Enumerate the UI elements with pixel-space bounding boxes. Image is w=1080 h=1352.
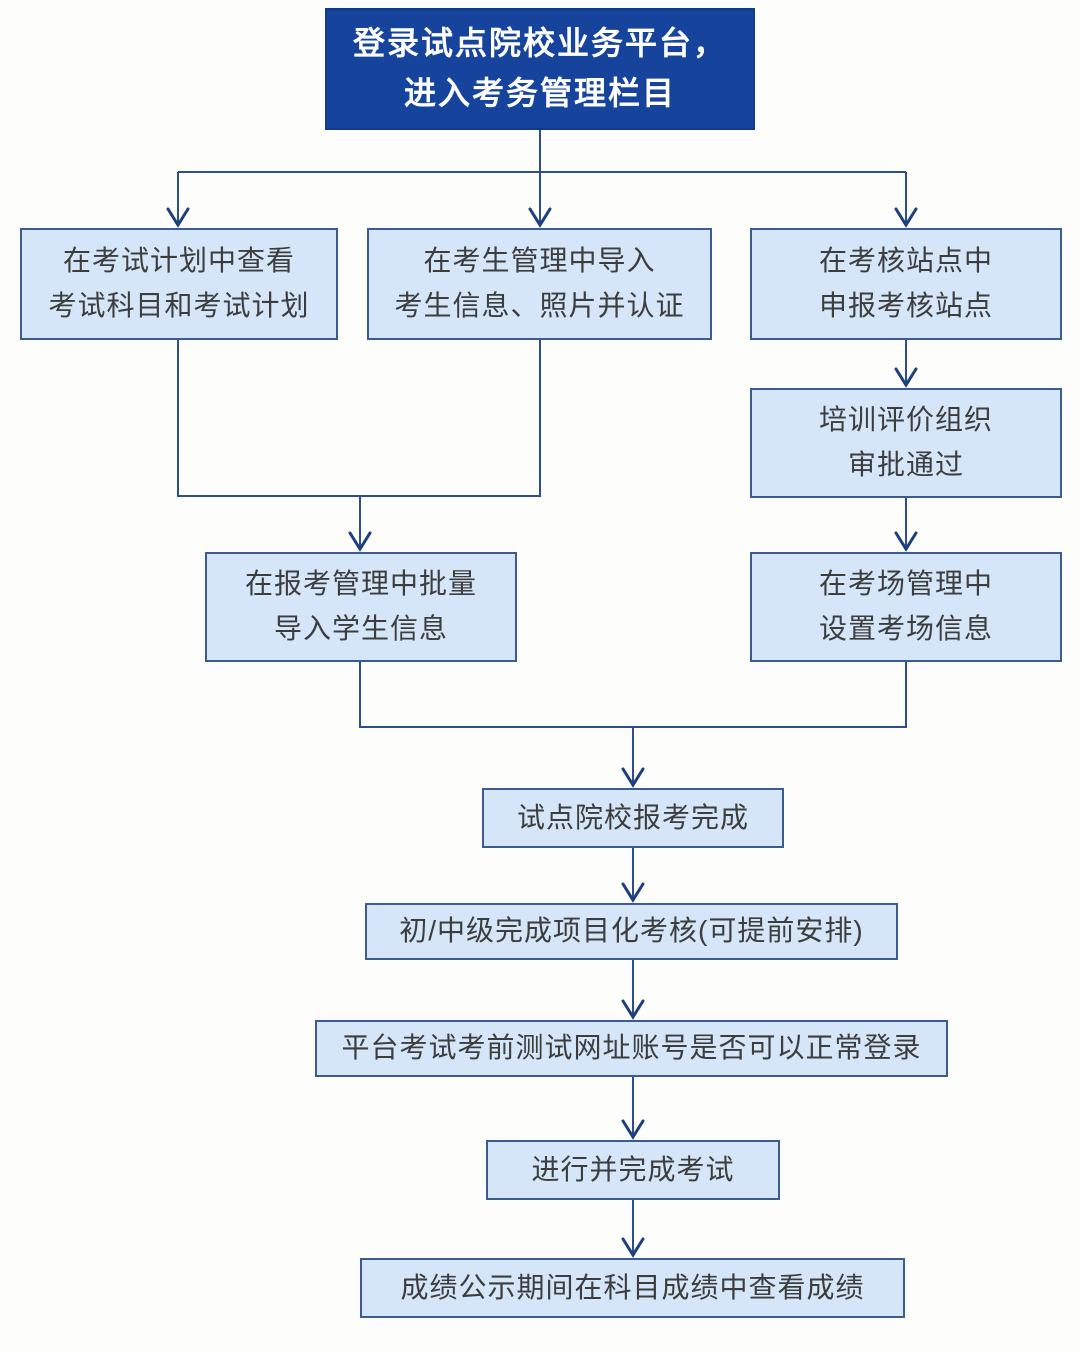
node-text: 成绩公示期间在科目成绩中查看成绩: [400, 1271, 865, 1303]
node-text: 培训评价组织: [818, 404, 993, 436]
node-text: 考试科目和考试计划: [48, 290, 310, 321]
arrowhead-pretest: [621, 999, 645, 1020]
node-text: 登录试点院校业务平台，: [352, 25, 727, 62]
node-registration-complete: 试点院校报考完成: [482, 788, 784, 848]
node-take-exam: 进行并完成考试: [486, 1140, 780, 1200]
node-text: 申报考核站点: [818, 290, 993, 321]
arrowhead-left-branch: [166, 207, 190, 228]
arrowhead-room: [894, 531, 918, 552]
connector-merge-batch-room: [359, 662, 907, 728]
node-text: 进入考务管理栏目: [403, 75, 676, 111]
node-text: 在考试计划中查看: [62, 245, 295, 277]
node-text: 设置考场信息: [818, 613, 993, 644]
node-text: 试点院校报考完成: [516, 801, 749, 833]
node-text: 进行并完成考试: [531, 1153, 735, 1185]
node-text: 在考核站点中: [818, 245, 993, 277]
node-assessment-site: 在考核站点中 申报考核站点: [750, 228, 1062, 340]
arrowhead-right-branch: [894, 207, 918, 228]
arrowhead-approve: [894, 367, 918, 388]
node-view-scores: 成绩公示期间在科目成绩中查看成绩: [360, 1258, 905, 1318]
node-pretest-login-check: 平台考试考前测试网址账号是否可以正常登录: [315, 1020, 948, 1077]
node-text: 导入学生信息: [273, 613, 448, 644]
arrowhead-batch-import: [348, 531, 372, 552]
node-text: 考生信息、照片并认证: [394, 290, 685, 321]
arrowhead-scores: [621, 1237, 645, 1258]
node-text: 审批通过: [847, 449, 964, 480]
arrowhead-exam: [621, 1119, 645, 1140]
node-text: 初/中级完成项目化考核(可提前安排): [399, 915, 864, 947]
arrowhead-middle-branch: [528, 207, 552, 228]
node-login-platform: 登录试点院校业务平台， 进入考务管理栏目: [325, 8, 755, 130]
arrowhead-project: [621, 882, 645, 903]
node-project-assessment: 初/中级完成项目化考核(可提前安排): [365, 903, 898, 960]
node-text: 平台考试考前测试网址账号是否可以正常登录: [341, 1032, 922, 1064]
node-exam-plan: 在考试计划中查看 考试科目和考试计划: [20, 228, 338, 340]
node-batch-import-students: 在报考管理中批量 导入学生信息: [205, 552, 517, 662]
connector-merge-left-middle: [177, 340, 541, 497]
node-candidate-import: 在考生管理中导入 考生信息、照片并认证: [367, 228, 712, 340]
node-text: 在考场管理中: [818, 568, 993, 600]
arrowhead-registration-done: [621, 767, 645, 788]
node-text: 在考生管理中导入: [423, 245, 656, 277]
node-exam-room-setup: 在考场管理中 设置考场信息: [750, 552, 1062, 662]
node-org-approval: 培训评价组织 审批通过: [750, 388, 1062, 498]
node-text: 在报考管理中批量: [244, 568, 477, 600]
